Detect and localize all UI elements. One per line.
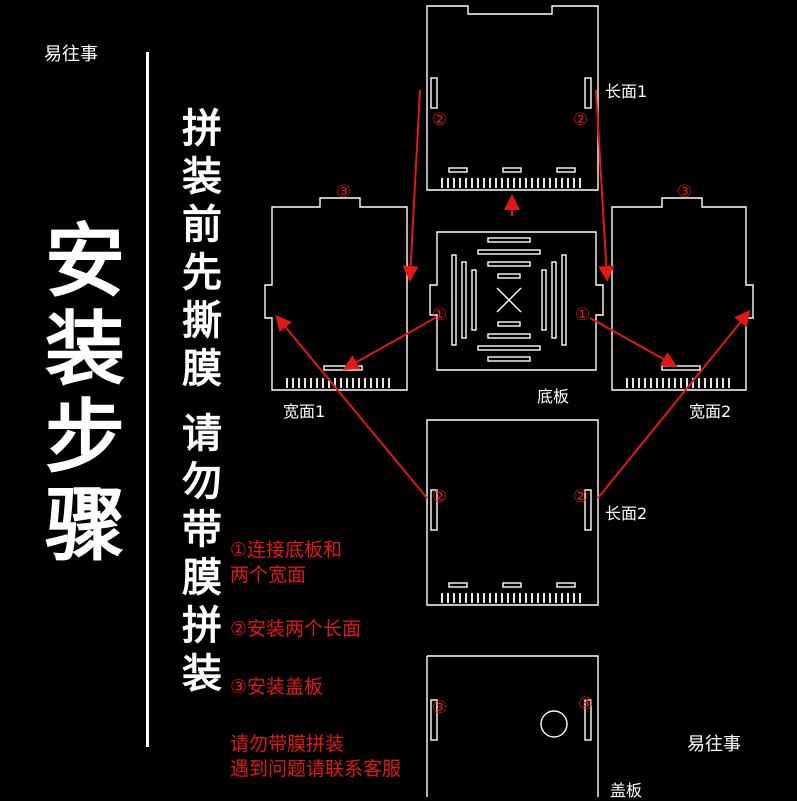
notice-char: 前 [182, 202, 222, 248]
step-1-line-2: 两个宽面 [230, 564, 307, 586]
marker-3-wide2: ③ [677, 182, 693, 202]
marker-2-long2-right: ② [573, 487, 589, 507]
brand-mark-bottom: 易往事 [687, 734, 741, 755]
marker-3-wide1: ③ [336, 182, 352, 202]
step-1-line-1: ①连接底板和 [230, 539, 343, 561]
label-long-panel-1: 长面1 [605, 82, 648, 101]
brand-mark-top: 易往事 [44, 44, 98, 65]
assembly-arrows [275, 89, 751, 499]
page-title: 安 装 步 骤 [30, 218, 140, 570]
notice-char: 带 [182, 507, 222, 553]
marker-2-long2-left: ② [432, 487, 448, 507]
marker-2-long1-right: ② [573, 110, 589, 130]
step-3: ③安装盖板 [230, 676, 324, 698]
label-long-panel-2: 长面2 [605, 504, 648, 523]
marker-1-base-right: ① [575, 305, 591, 325]
warning: 请勿带膜拼装 遇到问题请联系客服 [230, 732, 401, 782]
lid-panel [426, 655, 599, 797]
label-wide-panel-2: 宽面2 [689, 402, 732, 421]
notice-no-film: 请 勿 带 膜 拼 装 [177, 410, 227, 698]
wide-panel-1 [264, 197, 408, 391]
notice-char: 请 [182, 411, 222, 457]
step-2: ②安装两个长面 [230, 618, 362, 640]
base-plate [429, 231, 604, 371]
step-1: ①连接底板和 两个宽面 [230, 538, 342, 588]
title-char: 步 [45, 391, 125, 484]
title-char: 装 [45, 303, 125, 396]
label-wide-panel-1: 宽面1 [283, 402, 326, 421]
notice-char: 装 [182, 651, 222, 697]
notice-char: 装 [182, 154, 222, 200]
notice-peel-film: 拼 装 前 先 撕 膜 [177, 105, 227, 393]
notice-char: 拼 [182, 106, 222, 152]
title-char: 安 [45, 215, 125, 308]
marker-2-long1-left: ② [432, 110, 448, 130]
divider-line [146, 52, 149, 747]
notice-char: 撕 [182, 298, 222, 344]
label-base: 底板 [537, 387, 570, 406]
long-panel-2 [426, 419, 599, 606]
label-lid: 盖板 [610, 781, 643, 800]
marker-3-lid-right: ③ [578, 694, 594, 714]
long-panel-1 [426, 5, 599, 191]
wide-panel-2 [611, 197, 754, 391]
warning-line-1: 请勿带膜拼装 [230, 733, 345, 755]
notice-char: 先 [182, 250, 222, 296]
marker-1-base-left: ① [432, 305, 448, 325]
notice-char: 膜 [182, 346, 222, 392]
warning-line-2: 遇到问题请联系客服 [230, 758, 402, 780]
title-char: 骤 [45, 479, 125, 572]
notice-char: 勿 [182, 459, 222, 505]
panel-teeth [286, 178, 730, 603]
notice-char: 膜 [182, 555, 222, 601]
notice-char: 拼 [182, 603, 222, 649]
marker-3-lid-left: ③ [432, 698, 448, 718]
